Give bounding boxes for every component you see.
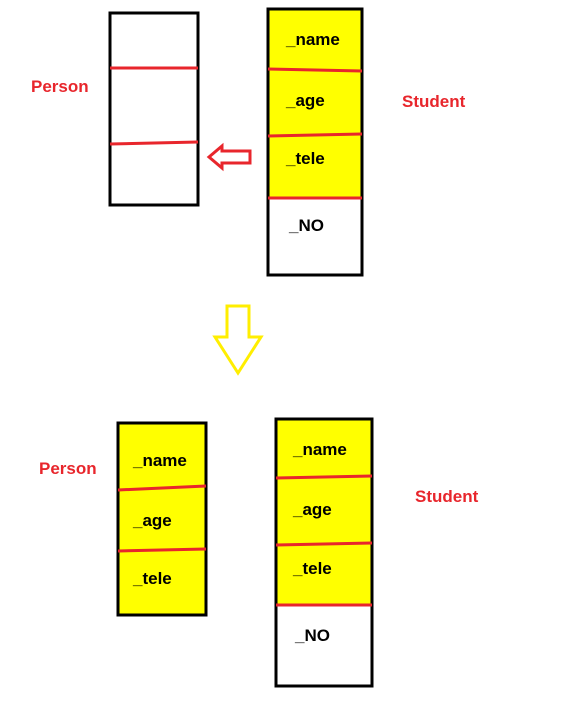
bottom-person-box: _name _age _tele xyxy=(116,421,208,617)
top-person-box xyxy=(108,11,200,207)
top-student-field-tele: _tele xyxy=(285,149,325,168)
bottom-person-divider-2 xyxy=(117,547,207,553)
bottom-person-box-outline xyxy=(116,421,208,617)
bottom-person-field-tele: _tele xyxy=(132,569,172,588)
top-person-divider-2 xyxy=(109,140,199,146)
top-student-box: _name _age _tele _NO xyxy=(266,7,364,277)
bottom-student-box-outline xyxy=(274,417,374,688)
top-student-field-no: _NO xyxy=(288,216,324,235)
bottom-student-divider-1 xyxy=(275,474,373,480)
hollow-left-arrow-icon xyxy=(206,142,252,172)
top-student-field-age: _age xyxy=(285,91,325,110)
bottom-person-divider-1 xyxy=(117,484,207,492)
bottom-student-divider-2 xyxy=(275,541,373,547)
bottom-person-field-age: _age xyxy=(132,511,172,530)
bottom-section: _name _age _tele Person _name _age _tele… xyxy=(39,417,479,688)
top-person-box-outline xyxy=(108,11,200,207)
top-person-label: Person xyxy=(31,77,89,96)
bottom-student-label: Student xyxy=(415,487,479,506)
top-student-divider-2 xyxy=(267,132,363,138)
top-student-label: Student xyxy=(402,92,466,111)
top-section: Person _name _age _tele _NO Student xyxy=(31,7,466,277)
bottom-person-label: Person xyxy=(39,459,97,478)
top-student-field-name: _name xyxy=(285,30,340,49)
bottom-student-field-name: _name xyxy=(292,440,347,459)
bottom-person-field-name: _name xyxy=(132,451,187,470)
top-student-fill xyxy=(268,9,362,198)
bottom-student-box: _name _age _tele _NO xyxy=(274,417,374,688)
bottom-student-field-age: _age xyxy=(292,500,332,519)
bottom-student-field-tele: _tele xyxy=(292,559,332,578)
bottom-student-fill xyxy=(276,419,372,605)
top-student-divider-1 xyxy=(267,67,363,73)
top-student-box-outline xyxy=(266,7,364,277)
hollow-down-arrow-icon xyxy=(212,304,264,376)
bottom-student-field-no: _NO xyxy=(294,626,330,645)
